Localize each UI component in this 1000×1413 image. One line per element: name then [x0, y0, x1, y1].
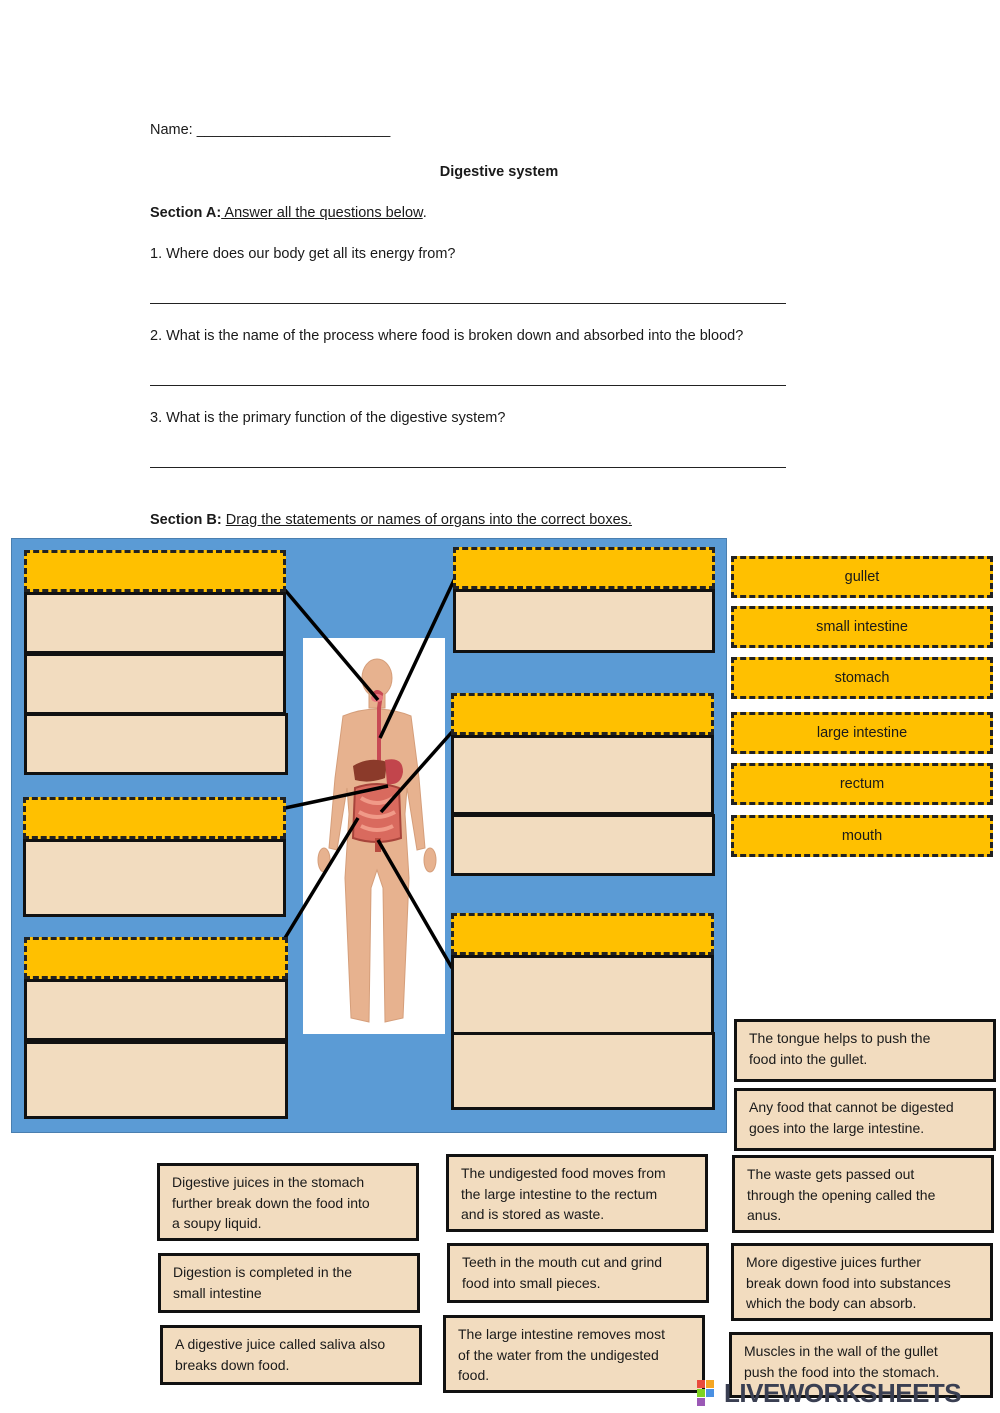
connector-rectum	[376, 839, 454, 969]
drop-slot-statement-4a[interactable]	[453, 589, 715, 653]
drop-slot-statement-1b[interactable]	[24, 653, 286, 715]
statement-card-saliva[interactable]: A digestive juice called saliva also bre…	[160, 1325, 422, 1385]
section-a-period: .	[422, 205, 427, 221]
statement-card-water-removal[interactable]: The large intestine removes most of the …	[443, 1315, 705, 1393]
connector-mouth	[283, 588, 380, 702]
statement-card-anus[interactable]: The waste gets passed out through the op…	[732, 1155, 994, 1233]
statement-card-rectum-storage[interactable]: The undigested food moves from the large…	[446, 1154, 708, 1232]
drop-slot-label-3[interactable]	[24, 937, 288, 979]
connector-stomach	[284, 784, 389, 810]
liveworksheets-watermark: LIVEWORKSHEETS	[724, 1378, 962, 1408]
drop-slot-statement-1a[interactable]	[24, 592, 286, 654]
drop-slot-label-2[interactable]	[23, 797, 286, 839]
organ-label-small-intestine[interactable]: small intestine	[731, 606, 993, 648]
page-title: Digestive system	[439, 164, 559, 180]
section-a-heading: Section A: Answer all the questions belo…	[150, 205, 427, 221]
statement-card-gullet-muscles[interactable]: Muscles in the wall of the gullet push t…	[729, 1332, 993, 1398]
drop-slot-statement-5a[interactable]	[451, 735, 714, 815]
answer-line-2[interactable]	[150, 385, 786, 386]
question-2: 2. What is the name of the process where…	[150, 328, 744, 344]
section-a-instruction: Answer all the questions below	[221, 205, 423, 221]
drop-slot-label-5[interactable]	[451, 693, 714, 735]
answer-line-1[interactable]	[150, 303, 786, 304]
organ-label-large-intestine[interactable]: large intestine	[731, 712, 993, 754]
liveworksheets-logo-icon	[697, 1380, 714, 1406]
name-field-label: Name: ________________________	[150, 122, 391, 138]
drop-slot-label-4[interactable]	[453, 547, 715, 589]
connector-small-intestine	[379, 730, 454, 814]
drop-slot-label-6[interactable]	[451, 913, 714, 955]
organ-label-rectum[interactable]: rectum	[731, 763, 993, 805]
organ-label-mouth[interactable]: mouth	[731, 815, 993, 857]
statement-card-tongue[interactable]: The tongue helps to push the food into t…	[734, 1019, 996, 1082]
organ-label-stomach[interactable]: stomach	[731, 657, 993, 699]
answer-line-3[interactable]	[150, 467, 786, 468]
drop-slot-statement-6b[interactable]	[451, 1032, 715, 1110]
question-3: 3. What is the primary function of the d…	[150, 410, 506, 426]
drop-slot-statement-2a[interactable]	[23, 839, 286, 917]
drop-slot-statement-1c[interactable]	[24, 713, 288, 775]
connector-gullet	[378, 577, 457, 739]
statement-card-undigested-food[interactable]: Any food that cannot be digested goes in…	[734, 1088, 996, 1151]
drop-slot-statement-5b[interactable]	[451, 814, 715, 876]
connector-large-intestine	[283, 817, 360, 939]
statement-card-stomach-juices[interactable]: Digestive juices in the stomach further …	[157, 1163, 419, 1241]
statement-card-teeth[interactable]: Teeth in the mouth cut and grind food in…	[447, 1243, 709, 1303]
section-b-heading: Section B: Drag the statements or names …	[150, 512, 632, 528]
question-1: 1. Where does our body get all its energ…	[150, 246, 456, 262]
section-b-label: Section B:	[150, 512, 222, 528]
statement-card-absorb[interactable]: More digestive juices further break down…	[731, 1243, 993, 1321]
section-a-label: Section A:	[150, 205, 222, 221]
statement-card-small-intestine[interactable]: Digestion is completed in the small inte…	[158, 1253, 420, 1313]
section-b-instruction: Drag the statements or names of organs i…	[225, 512, 632, 528]
drop-slot-statement-3a[interactable]	[24, 979, 288, 1041]
drop-slot-statement-3b[interactable]	[24, 1041, 288, 1119]
drop-slot-label-1[interactable]	[24, 550, 286, 592]
organ-label-gullet[interactable]: gullet	[731, 556, 993, 598]
drop-slot-statement-6a[interactable]	[451, 955, 714, 1035]
